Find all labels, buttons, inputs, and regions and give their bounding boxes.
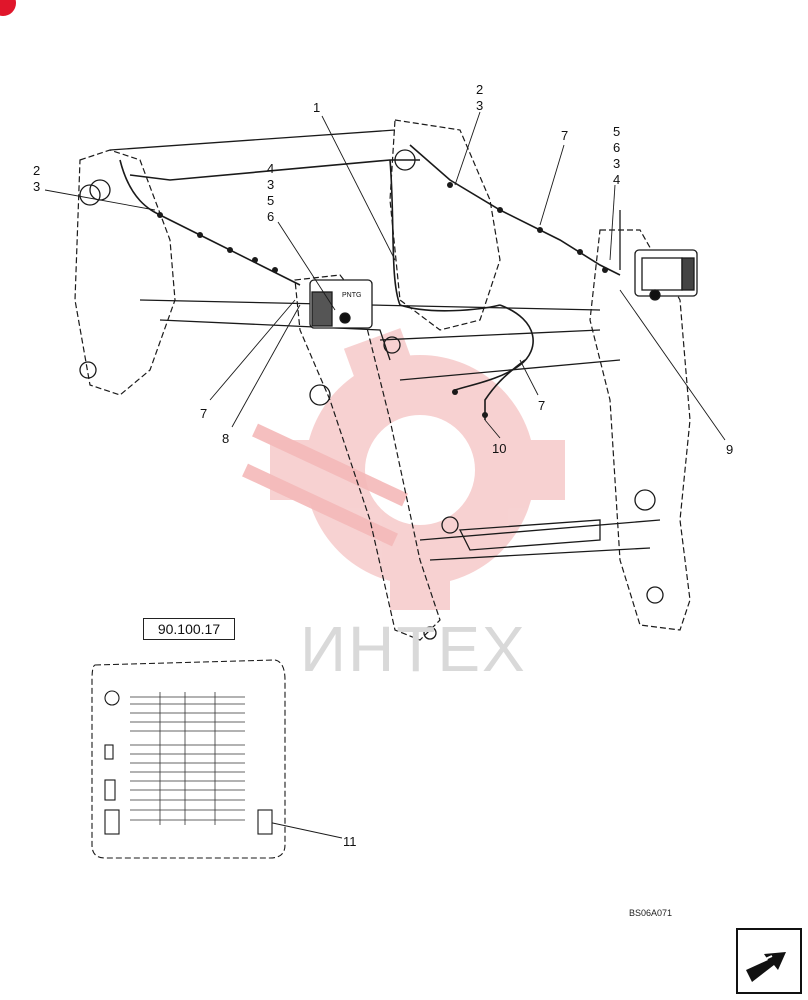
callout-10: 10 [492, 441, 507, 456]
wiring-harness [119, 144, 621, 420]
callout-4: 4 [613, 172, 621, 187]
callout-4: 4 [267, 161, 275, 176]
work-lamp-right [619, 210, 698, 301]
callout-6: 6 [613, 140, 621, 155]
callout-3: 3 [476, 98, 484, 113]
callout-2: 2 [33, 163, 41, 178]
watermark-gear-hole [365, 415, 475, 525]
callout-6: 6 [267, 209, 275, 224]
callout-3: 3 [613, 156, 621, 171]
watermark-stripes [242, 423, 408, 547]
next-page-button[interactable] [736, 928, 802, 994]
callout-7: 7 [561, 128, 569, 143]
callout-5: 5 [613, 124, 621, 139]
drawing-code: BS06A071 [629, 908, 673, 918]
callout-11: 11 [343, 834, 357, 849]
reference-box[interactable]: 90.100.17 [143, 618, 235, 640]
cab-panel-switch-grid [130, 692, 245, 825]
callout-leaders [44, 111, 726, 839]
callout-7: 7 [200, 406, 208, 421]
watermark-text: ИНТЕХ [300, 613, 527, 685]
corner-badge [0, 0, 16, 16]
callout-7: 7 [538, 398, 546, 413]
work-lamp-left: PNTG [309, 279, 373, 329]
harness-clips [157, 182, 608, 418]
callout-5: 5 [267, 193, 275, 208]
cab-panel-inset [91, 659, 286, 859]
callout-3: 3 [33, 179, 41, 194]
arrow-nav-icon [746, 952, 786, 982]
callout-1: 1 [313, 100, 321, 115]
callout-2: 2 [476, 82, 484, 97]
callout-3: 3 [267, 177, 275, 192]
callout-8: 8 [222, 431, 230, 446]
callout-9: 9 [726, 442, 734, 457]
lamp-label: PNTG [342, 292, 361, 299]
